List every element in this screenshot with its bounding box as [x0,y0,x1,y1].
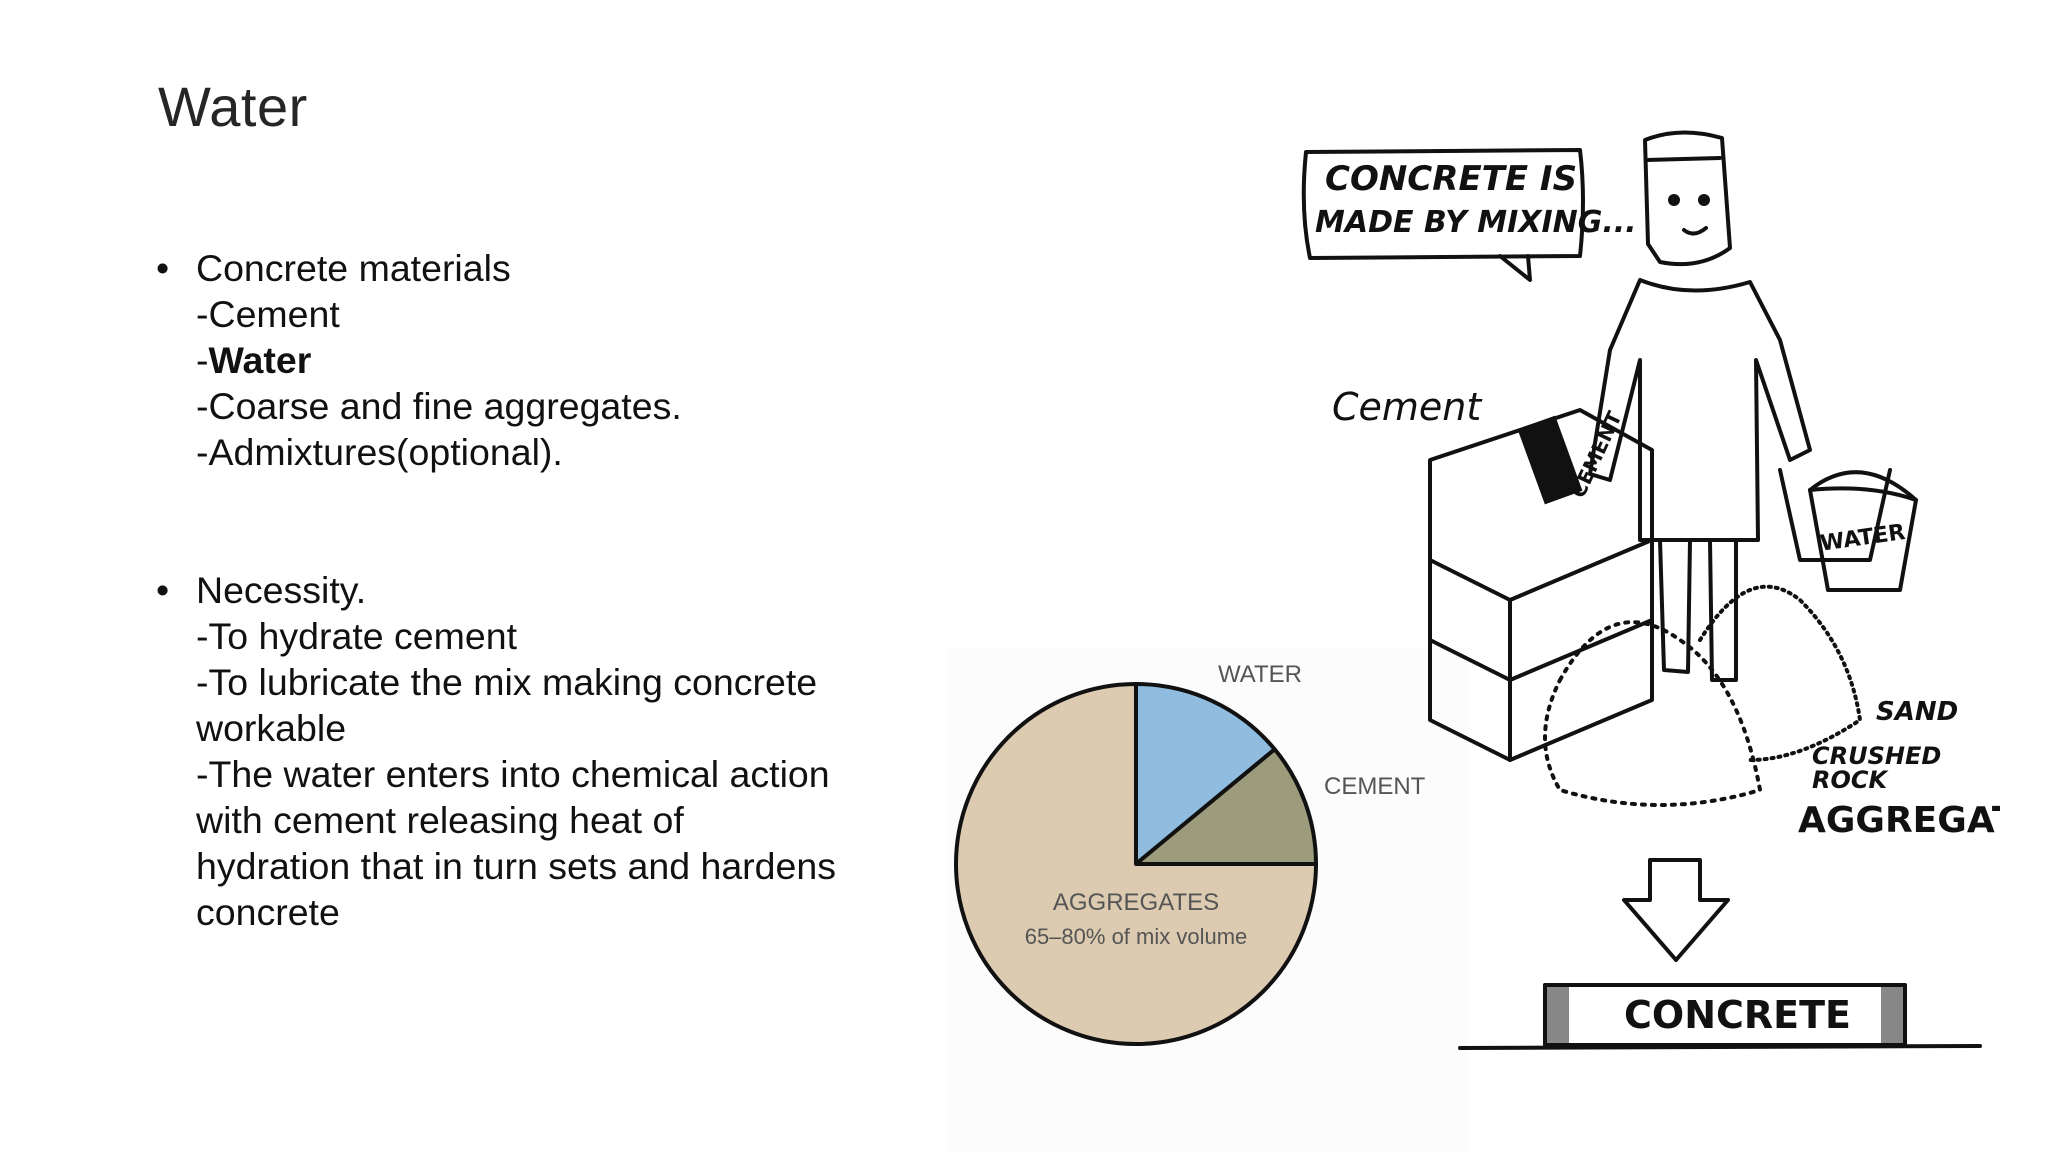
pie-slice-aggregates [954,682,1318,1046]
man-leg [1708,538,1738,682]
sand-label: SAND [1876,697,1958,727]
bucket-handle [1808,470,1918,502]
necessity-line: -To lubricate the mix making concrete [196,661,818,703]
pie-slice-cement [1134,747,1318,866]
necessity-line: -The water enters into chemical action [196,753,830,795]
bucket-label: WATER [1819,520,1907,557]
material-aggregates: -Coarse and fine aggregates. [196,385,682,427]
material-admixtures: -Admixtures(optional). [196,431,563,473]
body-text: • Concrete materials -Cement -Water -Coa… [150,245,910,935]
material-water: -Water [196,339,312,381]
mix-pie-chart: WATER CEMENT AGGREGATES 65–80% of mix volum… [948,648,1468,1152]
man-eye [1668,194,1680,206]
concrete-cartoon: CONCRETE IS MADE BY MIXING... Cement WAT… [1301,130,2000,1050]
necessity-line: hydration that in turn sets and hardens [196,845,836,887]
necessity-line: -To hydrate cement [196,615,517,657]
necessity-line: workable [196,707,347,749]
material-cement: -Cement [196,293,340,335]
bullet-dot: • [156,247,170,289]
pie-sublabel-aggregates: 65–80% of mix volume [1025,924,1248,949]
water-bucket [1778,468,1892,562]
bag-print [1517,415,1583,505]
cement-bag-middle [1428,538,1654,682]
water-bucket-front [1808,486,1918,592]
necessity-line: with cement releasing heat of [196,799,684,841]
speech-line: CONCRETE IS [1325,159,1577,199]
speech-line: MADE BY MIXING... [1315,205,1637,240]
cap-line [1646,156,1722,162]
pie-chart-svg: WATER CEMENT AGGREGATES 65–80% of mix volum… [954,661,1426,1046]
man-head [1643,130,1732,267]
pie-label-cement: CEMENT [1324,773,1426,800]
bullet-necessity: • Necessity. -To hydrate cement -To lubr… [150,567,910,935]
bullet-heading: Concrete materials [196,247,511,289]
pie-label-aggregates: AGGREGATES [1053,889,1219,916]
bullet-heading: Necessity. [196,569,367,611]
crushed-rock-pile [1543,620,1762,807]
block-hatch [1881,983,1907,1047]
speech-bubble [1301,148,1585,260]
block-hatch [1543,983,1569,1047]
man-leg [1658,538,1692,674]
necessity-line: concrete [196,891,340,933]
cement-label: Cement [1332,385,1483,429]
sand-pile [1698,584,1862,762]
man-eye [1698,194,1710,206]
man-body [1588,278,1812,542]
aggregates-label: AGGREGATES [1798,800,2000,841]
pie-slice-water [1134,682,1277,866]
concrete-label: CONCRETE [1624,993,1851,1037]
down-arrow-icon [1622,858,1730,962]
man-smile [1682,226,1708,236]
bullet-dot: • [156,569,170,611]
slide-title: Water [158,75,308,138]
bullet-materials: • Concrete materials -Cement -Water -Coa… [150,245,910,475]
crushed-rock-label: ROCK [1812,766,1889,794]
pie-label-water: WATER [1218,661,1302,688]
cement-bag-bottom [1428,618,1654,762]
ground-line [1458,1044,1982,1050]
crushed-rock-label: CRUSHED [1812,742,1941,770]
speech-bubble-tail [1498,254,1532,282]
